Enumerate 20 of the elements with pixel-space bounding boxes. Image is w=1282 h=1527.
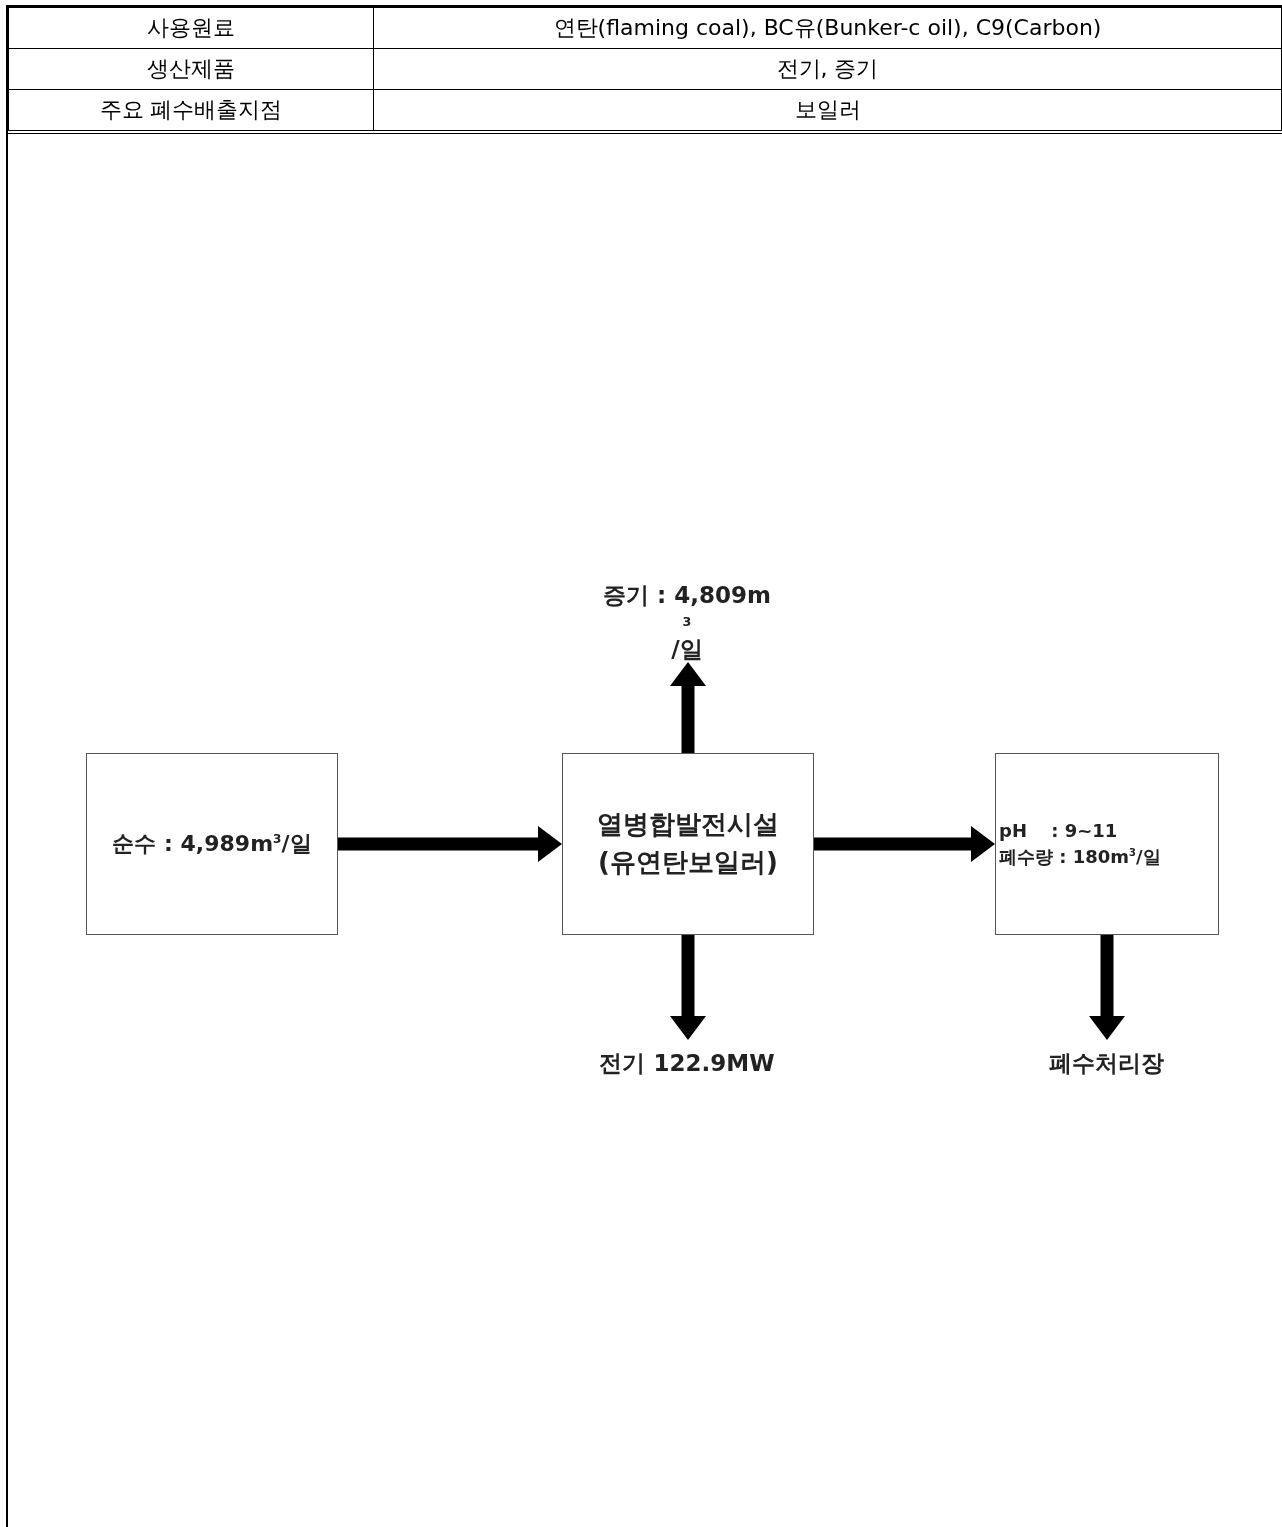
process-box [562,753,814,935]
flow-arrow [1089,935,1125,1040]
box-text: 폐수량 : 180m$^{3}$/일 [999,845,1161,869]
process-box [86,753,338,935]
table-cell-text: 보일러 [794,96,861,124]
table-cell-text: 주요 폐수배출지점 [99,96,283,124]
box-text: pH : 9~11 [999,818,1118,843]
flow-arrow [670,935,706,1040]
output-label: 전기 122.9MW [587,1040,787,1086]
table-cell-text: 연탄(flaming coal), BC유(Bunker-c oil), C9(Carbon) [553,14,1102,42]
output-label: 폐수처리장 [1016,1040,1196,1086]
table-cell-text: 생산제품 [147,55,235,83]
table-cell-text: 전기, 증기 [776,55,879,83]
table-cell-text: 사용원료 [147,14,235,42]
flow-arrow [338,826,562,862]
flow-arrow [670,662,706,753]
process-box [995,753,1219,935]
box-text: 열병합발전시설 (유연탄보일러) [596,808,780,879]
box-text: 순수 : 4,989m$^{3}$/일 [112,830,312,859]
flow-arrow [814,826,995,862]
